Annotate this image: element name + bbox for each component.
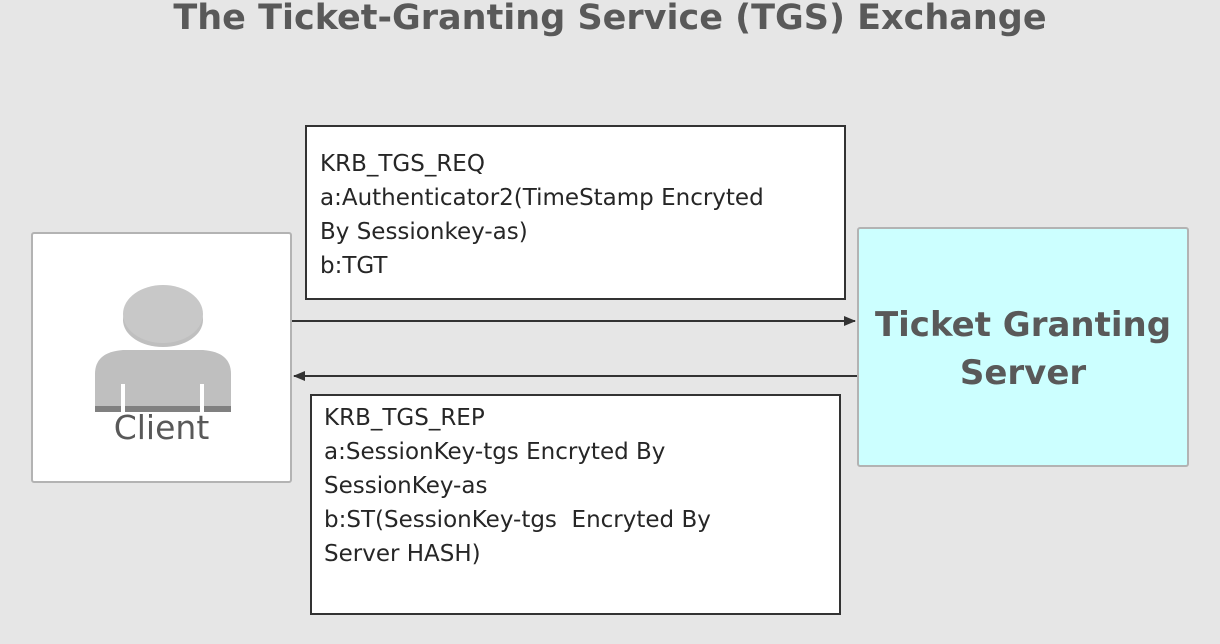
request-line-3: By Sessionkey-as): [320, 219, 528, 245]
tgs-request-box: KRB_TGS_REQ a:Authenticator2(TimeStamp E…: [305, 125, 846, 300]
user-arm-line-right: [200, 384, 204, 412]
user-body: [95, 350, 231, 412]
reply-line-3: SessionKey-as: [324, 473, 488, 499]
user-head-top: [123, 285, 203, 343]
reply-line-1: KRB_TGS_REP: [324, 405, 485, 431]
server-label-line1: Ticket Granting: [874, 305, 1172, 345]
user-body-base: [95, 406, 231, 412]
request-line-4: b:TGT: [320, 253, 388, 279]
request-line-1: KRB_TGS_REQ: [320, 151, 485, 177]
server-label-line2: Server: [959, 353, 1087, 393]
client-label: Client: [113, 408, 210, 447]
tgs-reply-box: KRB_TGS_REP a:SessionKey-tgs Encryted By…: [310, 394, 841, 615]
client-node: Client: [31, 232, 292, 483]
diagram-title: The Ticket-Granting Service (TGS) Exchan…: [173, 0, 1047, 38]
request-line-2: a:Authenticator2(TimeStamp Encryted: [320, 185, 764, 211]
reply-line-5: Server HASH): [324, 541, 481, 567]
reply-line-4: b:ST(SessionKey-tgs Encryted By: [324, 507, 711, 533]
reply-line-2: a:SessionKey-tgs Encryted By: [324, 439, 666, 465]
user-arm-line-left: [121, 384, 125, 412]
ticket-granting-server-node: Ticket Granting Server: [857, 227, 1189, 467]
user-icon: [95, 285, 231, 412]
server-label: Ticket Granting Server: [859, 301, 1187, 397]
